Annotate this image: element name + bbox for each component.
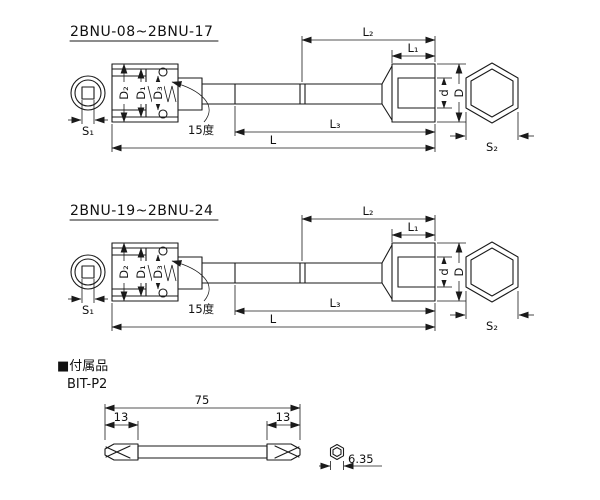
bit-hex-width-label: 6.35 bbox=[348, 452, 374, 466]
dim-l3-label: L₃ bbox=[329, 117, 340, 131]
dim-big-d-label: D bbox=[452, 267, 466, 276]
drawing2-title: 2BNU-19~2BNU-24 bbox=[70, 203, 213, 219]
accessory-model: BIT-P2 bbox=[67, 377, 107, 392]
dim-small-d-label: d bbox=[437, 89, 451, 96]
dim-d2-label: D₂ bbox=[117, 265, 131, 278]
bit-side-view bbox=[104, 443, 301, 461]
dim-s1-label: S₁ bbox=[82, 303, 94, 317]
dim-big-d-label: D bbox=[452, 88, 466, 97]
bit-hex-end-view bbox=[319, 443, 382, 470]
dim-s2-label: S₂ bbox=[486, 140, 498, 154]
dim-small-d-label: d bbox=[437, 268, 451, 275]
angle-label: 15度 bbox=[188, 302, 215, 316]
accessory-section: ■付属品 BIT-P2 75 13 13 bbox=[57, 359, 382, 470]
dim-l3-label: L₃ bbox=[329, 296, 340, 310]
dim-d3-label: D₃ bbox=[151, 265, 165, 279]
dim-d2-label: D₂ bbox=[117, 86, 131, 99]
bit-dimension-lines bbox=[104, 404, 301, 440]
dim-l1-label: L₁ bbox=[407, 41, 418, 55]
drawing-2bnu-19-24: 2BNU-19~2BNU-24 S₁ D₂ D₁ D₃ 15度 L₂ L₁ L₃… bbox=[68, 203, 534, 333]
dim-s2-label: S₂ bbox=[486, 319, 498, 333]
drawing1-title: 2BNU-08~2BNU-17 bbox=[70, 24, 213, 40]
dim-l-label: L bbox=[270, 312, 277, 326]
dim-d3-label: D₃ bbox=[151, 86, 165, 100]
bit-overall-length-label: 75 bbox=[195, 393, 210, 407]
drawing-2bnu-08-17: 2BNU-08~2BNU-17 S₁ D₂ D₁ D₃ 15度 L₂ L₁ L₃… bbox=[68, 24, 534, 154]
dim-l1-label: L₁ bbox=[407, 220, 418, 234]
dim-l2-label: L₂ bbox=[362, 204, 373, 218]
dim-l2-label: L₂ bbox=[362, 25, 373, 39]
dim-d1-label: D₁ bbox=[134, 265, 148, 278]
accessory-section-title: ■付属品 bbox=[57, 359, 108, 374]
dim-l-label: L bbox=[270, 133, 277, 147]
bit-tip-right-length-label: 13 bbox=[276, 410, 291, 424]
dim-d1-label: D₁ bbox=[134, 86, 148, 99]
angle-label: 15度 bbox=[188, 123, 215, 137]
bit-tip-left-length-label: 13 bbox=[114, 410, 129, 424]
dim-s1-label: S₁ bbox=[82, 124, 94, 138]
